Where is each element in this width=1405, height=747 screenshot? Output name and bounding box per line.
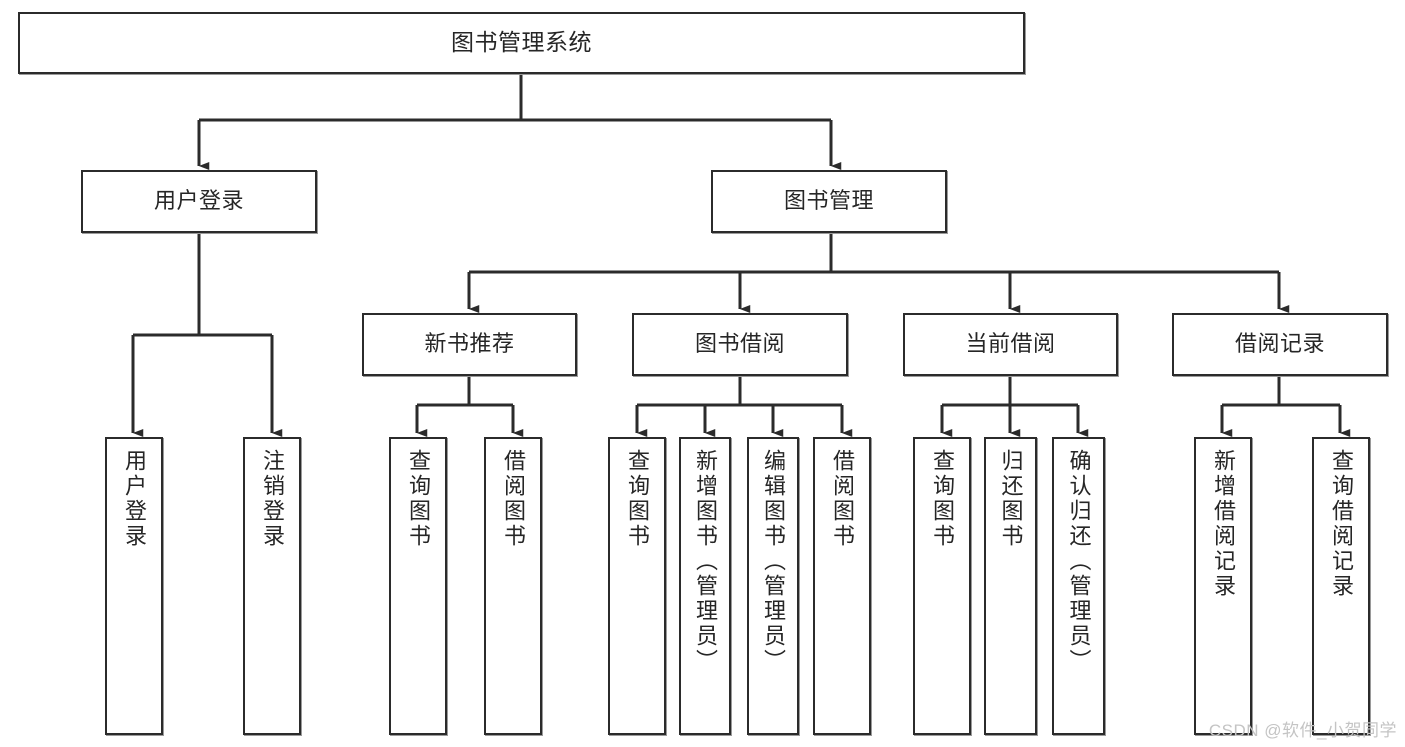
node-label: 注销登录 — [260, 449, 285, 549]
leaf-confirm-return[interactable]: 确认归还（管理员） — [1052, 437, 1105, 735]
node-label: 查询借阅记录 — [1329, 449, 1354, 599]
node-current-borrow[interactable]: 当前借阅 — [903, 313, 1118, 376]
node-label: 用户登录 — [153, 188, 244, 214]
node-user-login[interactable]: 用户登录 — [81, 170, 317, 233]
node-label: 确认归还（管理员） — [1066, 449, 1092, 674]
leaf-add-book[interactable]: 新增图书（管理员） — [679, 437, 731, 735]
node-label: 用户登录 — [122, 449, 147, 549]
node-borrow-record[interactable]: 借阅记录 — [1172, 313, 1388, 376]
node-label: 新增图书（管理员） — [693, 449, 718, 674]
leaf-query-borrow-record[interactable]: 查询借阅记录 — [1312, 437, 1370, 735]
csdn-watermark: CSDN @软件_小贺同学 — [1208, 721, 1397, 740]
node-book-borrow[interactable]: 图书借阅 — [632, 313, 848, 376]
leaf-borrow-book-2[interactable]: 借阅图书 — [813, 437, 871, 735]
node-label: 查询图书 — [406, 449, 431, 549]
node-book-management[interactable]: 图书管理 — [711, 170, 947, 233]
node-label: 图书管理 — [783, 188, 874, 214]
node-label: 编辑图书（管理员） — [761, 449, 786, 674]
node-new-book-recommend[interactable]: 新书推荐 — [362, 313, 577, 376]
node-label: 查询图书 — [625, 449, 650, 549]
node-label: 归还图书 — [998, 449, 1024, 549]
leaf-edit-book[interactable]: 编辑图书（管理员） — [747, 437, 799, 735]
node-label: 图书借阅 — [694, 331, 785, 357]
node-label: 当前借阅 — [965, 331, 1056, 357]
node-label: 借阅图书 — [830, 449, 855, 549]
leaf-add-borrow-record[interactable]: 新增借阅记录 — [1194, 437, 1252, 735]
node-label: 查询图书 — [930, 449, 955, 549]
node-label: 新增借阅记录 — [1211, 449, 1236, 599]
leaf-user-login[interactable]: 用户登录 — [105, 437, 163, 735]
leaf-logout[interactable]: 注销登录 — [243, 437, 301, 735]
leaf-query-book-2[interactable]: 查询图书 — [608, 437, 666, 735]
leaf-query-book-1[interactable]: 查询图书 — [389, 437, 447, 735]
node-label: 图书管理系统 — [451, 29, 592, 56]
node-label: 借阅图书 — [501, 449, 526, 549]
leaf-return-book[interactable]: 归还图书 — [984, 437, 1037, 735]
node-root-system[interactable]: 图书管理系统 — [18, 12, 1025, 74]
node-label: 借阅记录 — [1234, 331, 1325, 357]
leaf-borrow-book-1[interactable]: 借阅图书 — [484, 437, 542, 735]
leaf-query-book-3[interactable]: 查询图书 — [913, 437, 971, 735]
node-label: 新书推荐 — [424, 331, 515, 357]
